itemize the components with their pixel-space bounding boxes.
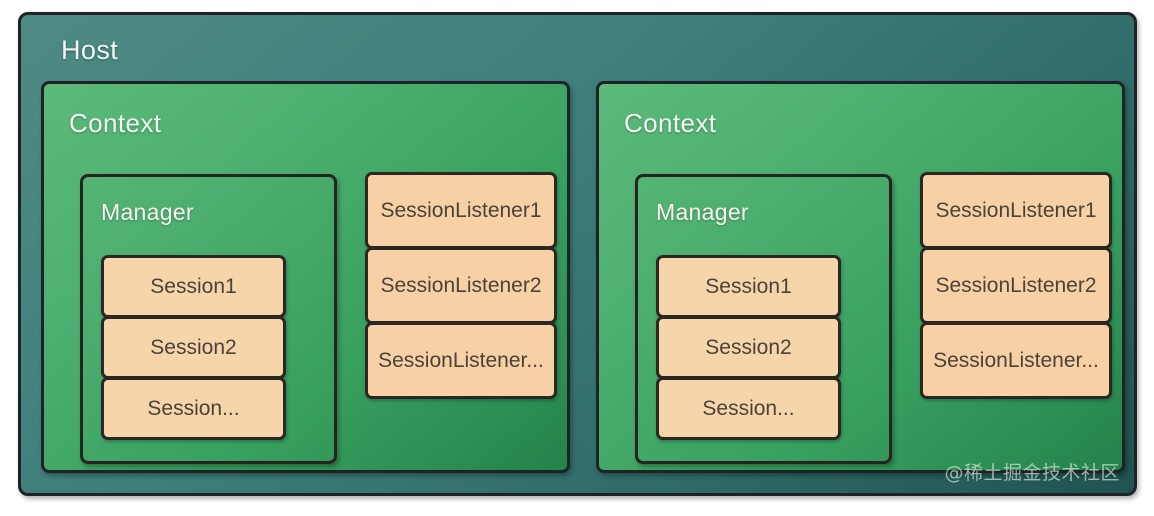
session-box: Session... bbox=[656, 377, 841, 440]
manager-container-2: Manager Session1 Session2 Session... bbox=[635, 174, 892, 464]
session-listener-box: SessionListener1 bbox=[920, 172, 1112, 249]
watermark: @稀土掘金技术社区 bbox=[944, 462, 1120, 484]
session-listener-box: SessionListener... bbox=[920, 322, 1112, 399]
session-listener-box: SessionListener2 bbox=[365, 247, 557, 324]
manager-container-1: Manager Session1 Session2 Session... bbox=[80, 174, 337, 464]
session-box: Session1 bbox=[656, 255, 841, 318]
context-label-2: Context bbox=[624, 108, 717, 138]
manager-label-2: Manager bbox=[656, 199, 749, 225]
listener-stack-1: SessionListener1 SessionListener2 Sessio… bbox=[365, 172, 557, 399]
session-stack-2: Session1 Session2 Session... bbox=[656, 255, 841, 440]
session-box: Session2 bbox=[656, 316, 841, 379]
host-label: Host bbox=[61, 35, 119, 65]
context-label-1: Context bbox=[69, 108, 162, 138]
manager-label-1: Manager bbox=[101, 199, 194, 225]
session-box: Session... bbox=[101, 377, 286, 440]
session-listener-box: SessionListener... bbox=[365, 322, 557, 399]
host-container: Host Context Manager Session1 Session2 S… bbox=[18, 12, 1137, 496]
listener-stack-2: SessionListener1 SessionListener2 Sessio… bbox=[920, 172, 1112, 399]
context-container-1: Context Manager Session1 Session2 Sessio… bbox=[41, 81, 570, 473]
session-stack-1: Session1 Session2 Session... bbox=[101, 255, 286, 440]
session-box: Session1 bbox=[101, 255, 286, 318]
session-listener-box: SessionListener2 bbox=[920, 247, 1112, 324]
session-box: Session2 bbox=[101, 316, 286, 379]
session-listener-box: SessionListener1 bbox=[365, 172, 557, 249]
context-container-2: Context Manager Session1 Session2 Sessio… bbox=[596, 81, 1125, 473]
